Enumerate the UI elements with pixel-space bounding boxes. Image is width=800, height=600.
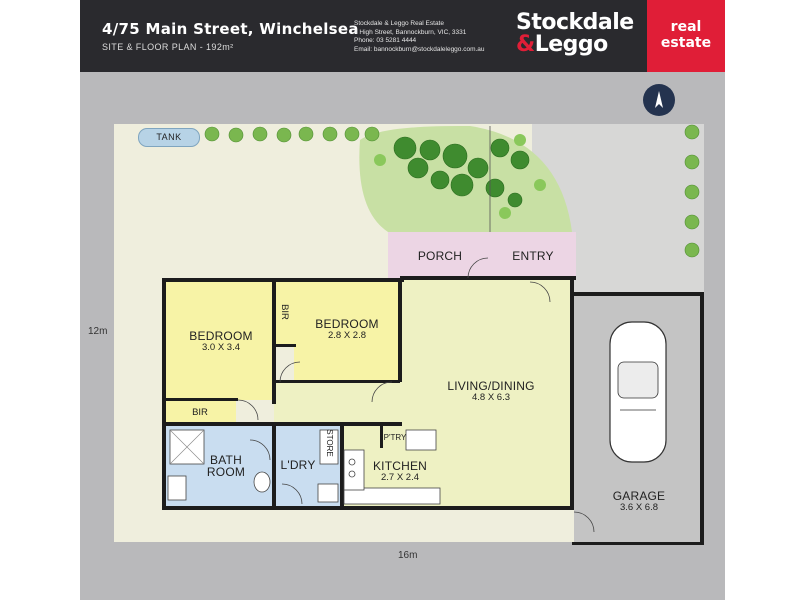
laundry-text: L'DRY <box>280 458 316 472</box>
property-address: 4/75 Main Street, Winchelsea <box>102 20 359 38</box>
agency-email: Email: bannockburn@stockdaleleggo.com.au <box>354 45 485 53</box>
side-shrubs <box>684 124 700 258</box>
door-swing <box>281 483 303 505</box>
vanity <box>167 475 187 501</box>
shower-cross <box>169 429 205 465</box>
porch <box>388 232 490 278</box>
store-text: STORE <box>325 429 334 457</box>
agency-contact: Stockdale & Leggo Real Estate 4 High Str… <box>354 20 485 54</box>
garage-name: GARAGE <box>612 489 666 503</box>
agency-phone: Phone: 03 5281 4444 <box>354 37 417 45</box>
fridge-space <box>405 429 437 451</box>
bedroom-2 <box>294 282 400 382</box>
cooktop-burner <box>348 470 356 478</box>
logo-line-2: &Leggo <box>516 32 634 57</box>
porch-label: PORCH <box>405 250 475 262</box>
porch-label-text: PORCH <box>417 249 463 263</box>
door-swing <box>467 257 489 279</box>
bath-label: BATH ROOM <box>196 454 256 478</box>
laundry-tub <box>317 483 339 503</box>
logo-ampersand: & <box>516 32 535 57</box>
tree-cluster <box>374 134 546 219</box>
kitchen-label: KITCHEN 2.7 X 2.4 <box>360 460 440 484</box>
store-cupboard <box>319 429 339 465</box>
door-swing <box>249 439 271 461</box>
north-arrow-glyph <box>655 91 663 108</box>
badge-line-2: estate <box>660 35 712 51</box>
living-dims: 4.8 X 6.3 <box>471 392 511 403</box>
logo-line-1: Stockdale <box>516 10 634 35</box>
kitchen-bench <box>343 487 441 505</box>
site-width-dimension: 16m <box>398 550 418 561</box>
bedroom-2-dims: 2.8 X 2.8 <box>327 330 367 341</box>
bir-2-text: BIR <box>279 304 290 320</box>
hallway <box>274 382 400 424</box>
entry <box>490 232 576 278</box>
toilet <box>253 471 271 493</box>
bedroom-2-bir <box>276 282 294 346</box>
door-swing <box>371 381 393 403</box>
bir-1-label: BIR <box>180 405 220 419</box>
entry-label-text: ENTRY <box>512 249 554 263</box>
agency-name: Stockdale & Leggo Real Estate <box>354 20 444 27</box>
site-depth-dimension: 12m <box>88 326 108 337</box>
shrub-row <box>204 126 380 143</box>
bedroom-1-label: BEDROOM 3.0 X 3.4 <box>176 330 266 354</box>
water-tank: TANK <box>138 128 200 147</box>
bir-1-text: BIR <box>192 407 208 418</box>
bedroom-1-name: BEDROOM <box>189 329 253 343</box>
logo-word-leggo: Leggo <box>534 32 609 57</box>
bath-line-1: BATH <box>210 453 242 467</box>
living-label: LIVING/DINING 4.8 X 6.3 <box>436 380 546 404</box>
garage-label: GARAGE 3.6 X 6.8 <box>596 490 682 514</box>
store-label: STORE <box>323 425 337 461</box>
entry-label: ENTRY <box>498 250 568 262</box>
bath-line-2: ROOM <box>206 465 246 479</box>
bedroom-1-dims: 3.0 X 3.4 <box>201 342 241 353</box>
north-arrow-icon <box>643 84 675 116</box>
header-bar: 4/75 Main Street, Winchelsea SITE & FLOO… <box>80 0 725 72</box>
cooktop-burner <box>348 458 356 466</box>
pantry-label: P'TRY <box>380 430 410 444</box>
agency-address: 4 High Street, Bannockburn, VIC, 3331 <box>354 28 467 36</box>
bedroom-2-name: BEDROOM <box>315 317 379 331</box>
kitchen-side-bench <box>343 449 365 491</box>
bedroom-1 <box>166 282 274 400</box>
door-swing <box>279 361 301 383</box>
pantry-text: P'TRY <box>383 433 407 442</box>
bedroom-2-label: BEDROOM 2.8 X 2.8 <box>302 318 392 342</box>
plan-subtitle: SITE & FLOOR PLAN - 192m² <box>102 42 234 52</box>
laundry-label: L'DRY <box>278 459 318 471</box>
front-door-swing <box>529 281 551 303</box>
badge-line-1: real <box>670 19 702 35</box>
brand-logo: Stockdale &Leggo <box>516 10 634 57</box>
kitchen-dims: 2.7 X 2.4 <box>380 472 420 483</box>
car-icon <box>609 321 667 463</box>
kitchen-name: KITCHEN <box>372 459 428 473</box>
garage-door-swing <box>573 511 595 533</box>
real-estate-badge: real estate <box>647 0 725 72</box>
bedroom-1-bir <box>166 400 236 422</box>
garage-dims: 3.6 X 6.8 <box>619 502 659 513</box>
living-name: LIVING/DINING <box>447 379 535 393</box>
bir-2-label: BIR <box>278 297 292 327</box>
door-swing <box>237 399 259 421</box>
